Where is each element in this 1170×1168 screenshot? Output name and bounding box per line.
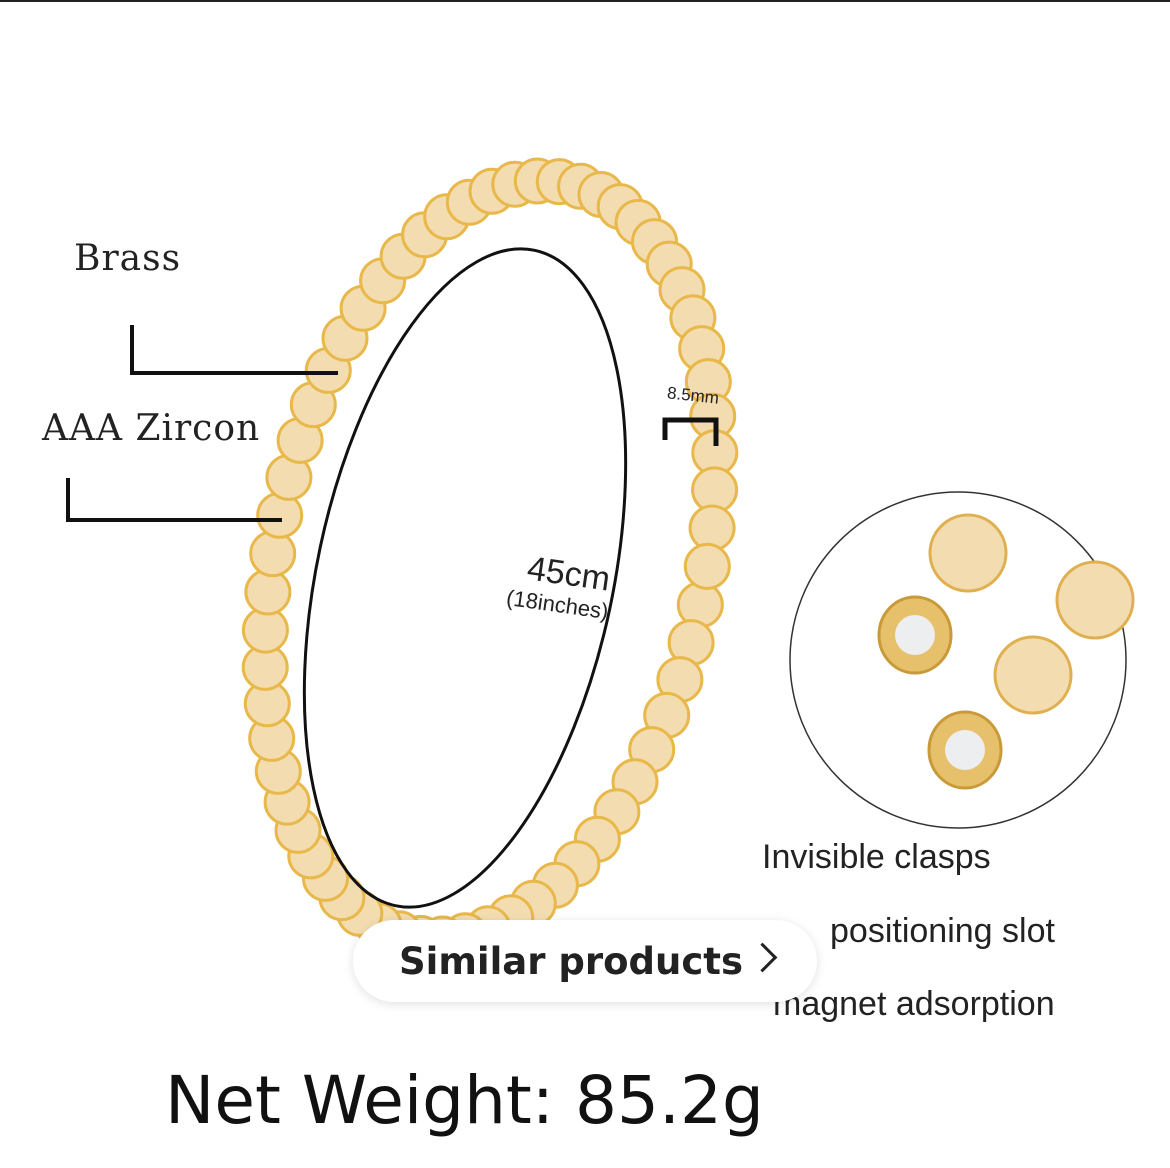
necklace-bead [683,542,731,590]
clasp-label-1: Invisible clasps [762,838,991,876]
clasp-label-2: positioning slot [830,912,1055,950]
zircon-pointer-line [66,478,282,522]
zircon-label: AAA Zircon [42,408,261,449]
length-oval [302,247,628,909]
top-border [0,0,1170,2]
brass-pointer-line [130,325,338,375]
clasp-label-3: magnet adsorption [773,985,1055,1023]
bead-size-bracket [662,417,719,446]
similar-products-button[interactable]: Similar products [353,920,817,1002]
brass-label: Brass [74,238,182,279]
clasp-detail-circle [789,491,1127,829]
similar-products-label: Similar products [399,939,743,983]
chevron-right-icon [747,942,778,973]
necklace-bead [249,530,297,578]
net-weight-label: Net Weight: 85.2g [165,1062,764,1139]
clasp-detail-image [877,513,1135,790]
